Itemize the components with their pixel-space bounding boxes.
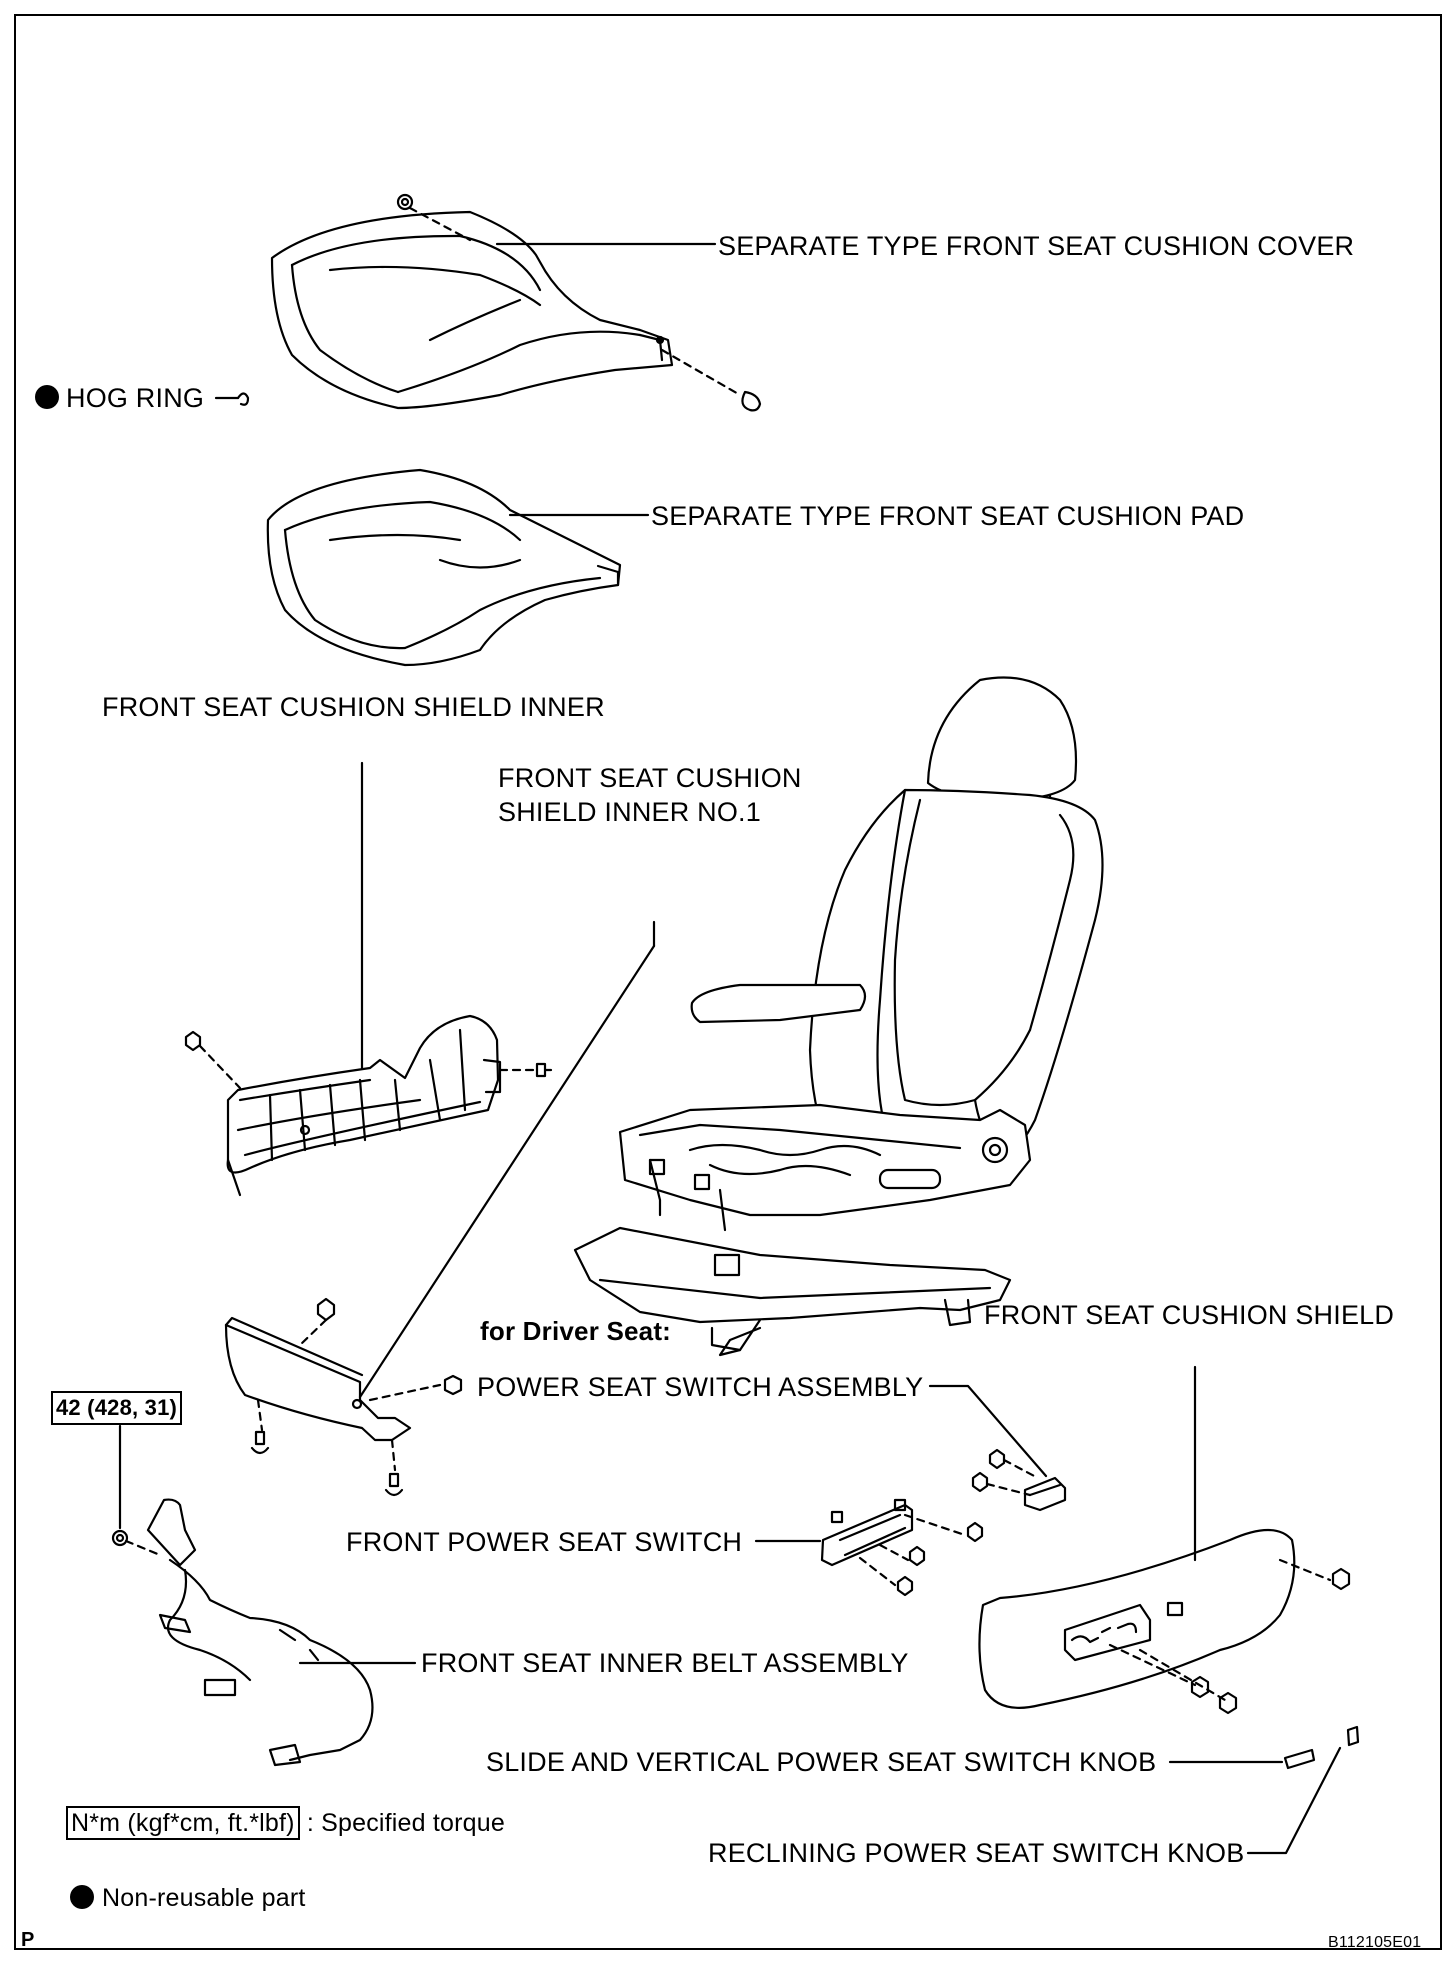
label-hog-ring: HOG RING: [66, 383, 205, 413]
front-power-switch-drawing: [820, 1498, 984, 1597]
label-shield-inner-no1-line1: FRONT SEAT CUSHION: [498, 763, 802, 793]
legend-torque-desc: : Specified torque: [306, 1809, 505, 1837]
label-cushion-cover: SEPARATE TYPE FRONT SEAT CUSHION COVER: [718, 231, 1355, 261]
shield-inner-drawing: [184, 1014, 553, 1197]
shield-inner-no1-drawing: [224, 1297, 463, 1497]
label-shield-inner: FRONT SEAT CUSHION SHIELD INNER: [102, 692, 605, 722]
seat-assembly-drawing: [573, 676, 1104, 1357]
legend-nonreusable-text: Non-reusable part: [102, 1884, 306, 1912]
label-cushion-shield: FRONT SEAT CUSHION SHIELD: [984, 1300, 1395, 1330]
diagram-frame: [14, 14, 1442, 1950]
torque-value-box: 42 (428, 31): [51, 1391, 183, 1425]
cushion-cover-drawing: [270, 193, 762, 412]
footer-left-mark: P: [21, 1929, 35, 1951]
label-reclining-knob: RECLINING POWER SEAT SWITCH KNOB: [708, 1838, 1245, 1868]
label-front-power-switch: FRONT POWER SEAT SWITCH: [346, 1527, 743, 1557]
label-power-switch-assembly: POWER SEAT SWITCH ASSEMBLY: [477, 1372, 924, 1402]
label-shield-inner-no1-line2: SHIELD INNER NO.1: [498, 797, 761, 827]
knobs-drawing: [1283, 1725, 1360, 1770]
label-inner-belt: FRONT SEAT INNER BELT ASSEMBLY: [421, 1648, 909, 1678]
nonreusable-dot-icon: [35, 385, 59, 409]
label-cushion-pad: SEPARATE TYPE FRONT SEAT CUSHION PAD: [651, 501, 1245, 531]
label-slide-knob: SLIDE AND VERTICAL POWER SEAT SWITCH KNO…: [486, 1747, 1157, 1777]
inner-belt-drawing: [111, 1498, 374, 1767]
cushion-pad-drawing: [266, 468, 622, 667]
nonreusable-dot-icon: [70, 1885, 94, 1909]
torque-box-wrap: 42 (428, 31): [51, 1391, 183, 1425]
cushion-shield-drawing: [978, 1529, 1351, 1715]
label-for-driver-seat: for Driver Seat:: [480, 1316, 672, 1346]
legend-nonreusable: Non-reusable part: [70, 1883, 306, 1913]
legend-torque: N*m (kgf*cm, ft.*lbf) : Specified torque: [66, 1806, 505, 1840]
figure-id: B112105E01: [1328, 1934, 1422, 1951]
legend-torque-box: N*m (kgf*cm, ft.*lbf): [66, 1806, 300, 1840]
power-switch-assembly-drawing: [928, 1384, 1067, 1512]
